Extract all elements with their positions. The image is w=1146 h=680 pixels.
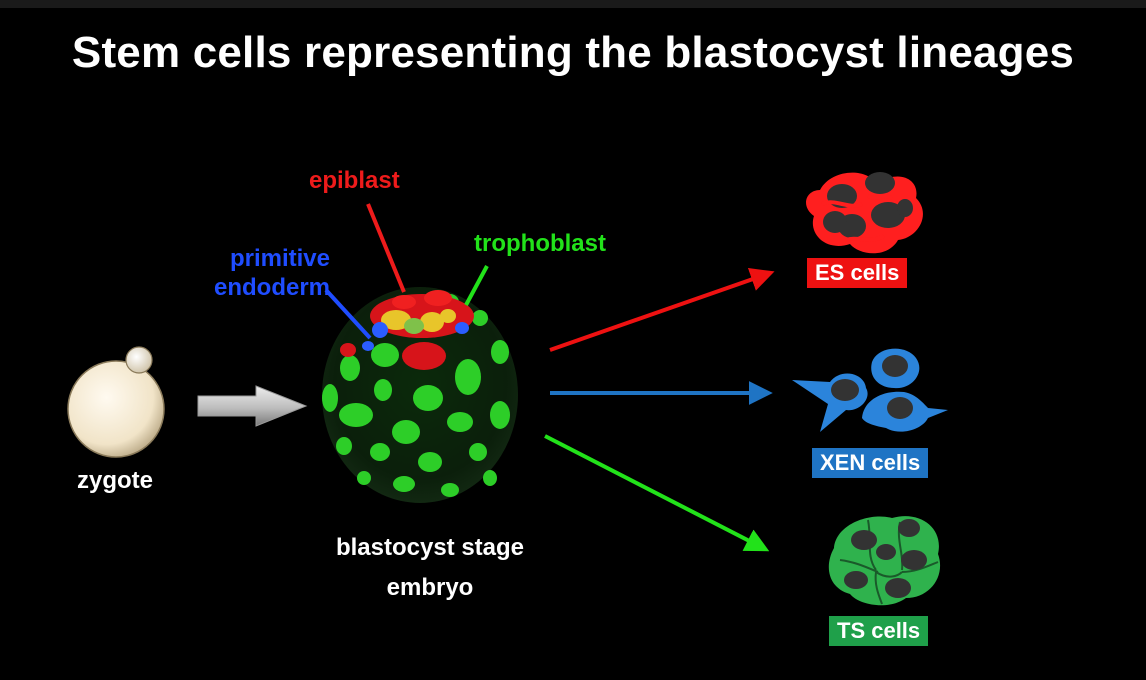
ts-cells-illustration	[828, 516, 941, 606]
primitive-endoderm-line2: endoderm	[213, 274, 330, 301]
blastocyst-label: blastocyst stage embryo	[290, 528, 570, 608]
primitive-endoderm-label: primitive endoderm	[150, 244, 330, 302]
es-cells-badge: ES cells	[807, 258, 908, 288]
blastocyst-line1: blastocyst stage	[335, 534, 525, 561]
blastocyst-embryo	[322, 287, 518, 503]
epiblast-pointer	[366, 203, 406, 293]
ts-arrow	[544, 434, 770, 552]
ts-cells-badge: TS cells	[829, 616, 929, 646]
trophoblast-pointer	[464, 265, 489, 306]
es-cells-illustration	[806, 172, 923, 254]
page-title: Stem cells representing the blastocyst l…	[71, 28, 1075, 77]
zygote-cell	[67, 346, 165, 458]
development-arrow	[197, 385, 308, 427]
zygote-label: zygote	[76, 467, 153, 494]
xen-cells-badge: XEN cells	[812, 448, 929, 478]
trophoblast-label: trophoblast	[474, 230, 606, 257]
primitive-endoderm-line1: primitive	[229, 245, 330, 272]
endoderm-pointer	[324, 288, 372, 340]
blastocyst-line2: embryo	[386, 574, 474, 601]
top-bar	[0, 0, 1146, 8]
epiblast-label: epiblast	[309, 167, 400, 194]
es-arrow	[549, 268, 775, 352]
xen-cells-illustration	[792, 348, 948, 432]
